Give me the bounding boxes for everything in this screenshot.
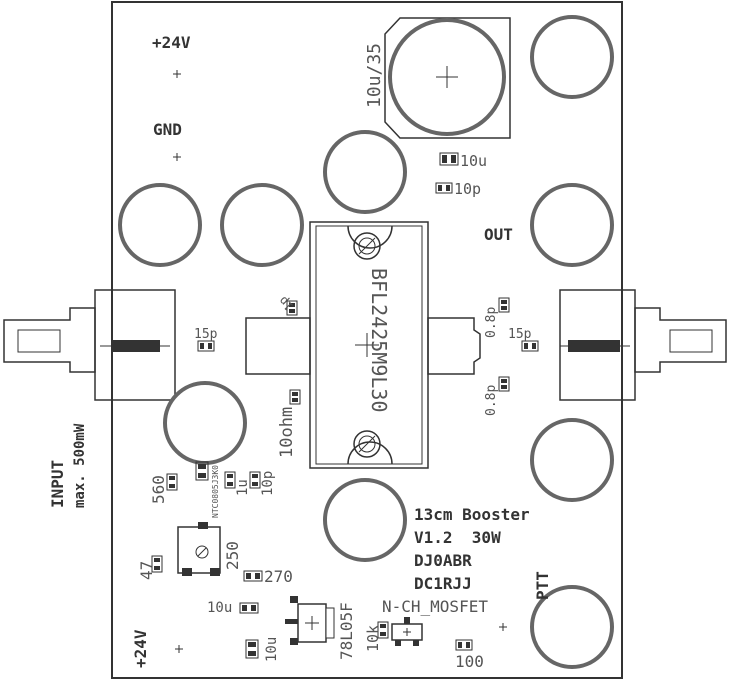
label-c-1u: 1u	[235, 479, 251, 496]
label-r-100: 100	[455, 652, 484, 671]
smd-r-10k	[377, 621, 389, 639]
smd-r-10ohm	[289, 389, 301, 405]
smd-c-10p-mid	[249, 471, 261, 489]
label-gnd: GND	[153, 120, 182, 139]
label-c-10u-reg-in: 10u	[207, 600, 232, 616]
smd-c-08p-bottom	[498, 376, 510, 392]
smd-c-15p-left	[197, 340, 215, 352]
smd-ntc	[195, 461, 209, 481]
label-c-10p-top: 10p	[454, 180, 481, 198]
smd-c-10p-top	[435, 182, 453, 194]
label-c-15p-left: 15p	[194, 327, 218, 342]
smd-r-560	[166, 473, 178, 491]
label-c-08p-top: 0.8p	[484, 307, 499, 338]
mounting-pad	[220, 183, 304, 267]
smd-r-100	[455, 639, 473, 651]
mosfet	[391, 617, 423, 646]
label-24v-top: +24V	[152, 33, 191, 52]
mounting-pad	[118, 183, 202, 267]
label-24v-bottom: +24V	[131, 629, 150, 668]
label-pot-250: 250	[223, 541, 242, 570]
mounting-pad	[530, 585, 614, 669]
smd-components	[151, 152, 539, 659]
smd-r-270	[243, 570, 263, 582]
label-r-10k: 10k	[364, 625, 382, 652]
label-input-power: max. 500mW	[72, 423, 88, 508]
label-c-10u-reg-out: 10u	[264, 637, 280, 662]
smd-c-10u-reg-in	[239, 602, 259, 614]
smd-r-47	[151, 555, 163, 573]
label-c-10u-top: 10u	[460, 152, 487, 170]
label-ntc: NTC0805J3K0	[211, 465, 220, 518]
label-ptt: PTT	[533, 571, 552, 600]
smd-c-10u-reg-out	[245, 639, 259, 659]
label-c-15p-right: 15p	[508, 327, 532, 342]
label-regulator: 78L05F	[337, 602, 356, 660]
label-out: OUT	[484, 225, 513, 244]
label-r-10ohm: 10ohm	[277, 407, 297, 458]
label-r-270: 270	[264, 567, 293, 586]
sma-connector-right	[559, 289, 727, 401]
label-c-10p-mid: 10p	[260, 471, 276, 496]
label-c-08p-bottom: 0.8p	[484, 385, 499, 416]
smd-c-1u	[224, 471, 236, 489]
transistor-lead-left	[245, 317, 311, 375]
trimmer-potentiometer	[177, 522, 221, 576]
via-markers	[173, 70, 507, 653]
mounting-pad	[163, 381, 247, 465]
label-input: INPUT	[48, 460, 67, 508]
voltage-regulator	[285, 596, 335, 645]
mounting-pad	[323, 130, 407, 214]
board-title-line: V1.2 30W	[414, 528, 501, 547]
label-mosfet: N-CH_MOSFET	[382, 597, 488, 616]
label-transistor: BFL2425M9L30	[367, 268, 391, 413]
mounting-pad	[530, 183, 614, 267]
transistor-package	[245, 221, 481, 469]
board-title-line: DC1RJJ	[414, 574, 472, 593]
mounting-pad	[323, 478, 407, 562]
capacitor-electrolytic	[384, 17, 511, 139]
board-title-line: 13cm Booster	[414, 505, 530, 524]
board-title-line: DJ0ABR	[414, 551, 472, 570]
label-cap-big: 10u/35	[364, 43, 385, 108]
label-r-47: 47	[137, 561, 156, 580]
sma-connector-left	[3, 289, 176, 401]
smd-c-1p	[286, 300, 298, 316]
mounting-pad	[530, 15, 614, 99]
transistor-lead-right	[427, 317, 481, 375]
smd-c-10u-top	[439, 152, 459, 166]
smd-c-08p-top	[498, 297, 510, 313]
smd-c-15p-right	[521, 340, 539, 352]
mounting-pad	[530, 418, 614, 502]
label-r-560: 560	[149, 475, 168, 504]
